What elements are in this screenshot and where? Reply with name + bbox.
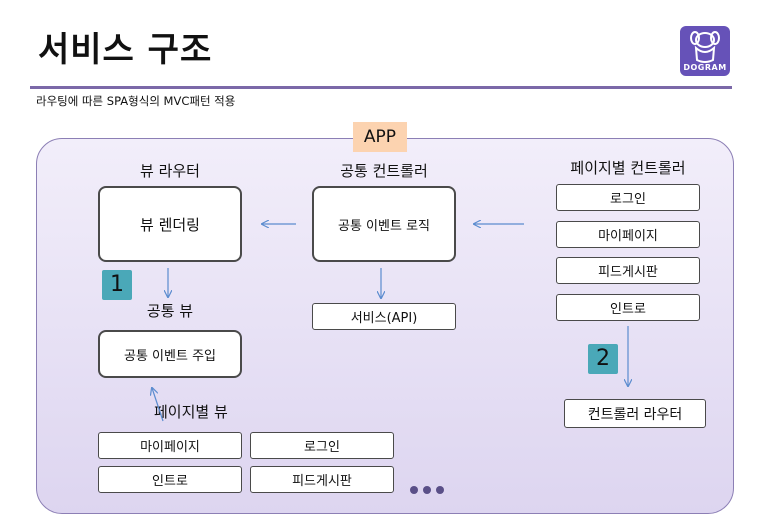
view-rendering-box: 뷰 렌더링 — [98, 186, 242, 262]
common-event-logic-box: 공통 이벤트 로직 — [312, 186, 456, 262]
step-badge-2: 2 — [588, 344, 618, 374]
service-api-box: 서비스(API) — [312, 303, 456, 330]
app-label: APP — [353, 122, 407, 152]
common-controller-label: 공통 컨트롤러 — [340, 162, 428, 180]
ellipsis-dot — [410, 486, 418, 494]
ellipsis-dot — [436, 486, 444, 494]
view-item-login: 로그인 — [250, 432, 394, 459]
view-router-label: 뷰 라우터 — [140, 162, 200, 180]
view-item-mypage: 마이페이지 — [98, 432, 242, 459]
title-underline — [30, 86, 732, 89]
controller-item-intro: 인트로 — [556, 294, 700, 321]
controller-item-mypage: 마이페이지 — [556, 221, 700, 248]
view-item-feed: 피드게시판 — [250, 466, 394, 493]
page-views-label: 페이지별 뷰 — [154, 403, 228, 421]
controller-router-box: 컨트롤러 라우터 — [564, 399, 706, 428]
arrow-page-views-to-common-view — [152, 388, 164, 422]
page-subtitle: 라우팅에 따른 SPA형식의 MVC패턴 적용 — [36, 94, 236, 108]
page-title: 서비스 구조 — [38, 30, 213, 70]
dogram-logo: DOGRAM — [680, 26, 730, 76]
ellipsis-dot — [423, 486, 431, 494]
logo-text: DOGRAM — [683, 63, 727, 72]
common-event-injection-box: 공통 이벤트 주입 — [98, 330, 242, 378]
controller-item-login: 로그인 — [556, 184, 700, 211]
page-controllers-label: 페이지별 컨트롤러 — [570, 159, 686, 177]
controller-item-feed: 피드게시판 — [556, 257, 700, 284]
step-badge-1: 1 — [102, 270, 132, 300]
common-view-label: 공통 뷰 — [146, 302, 194, 320]
view-item-intro: 인트로 — [98, 466, 242, 493]
dog-mascot-icon — [690, 31, 720, 63]
